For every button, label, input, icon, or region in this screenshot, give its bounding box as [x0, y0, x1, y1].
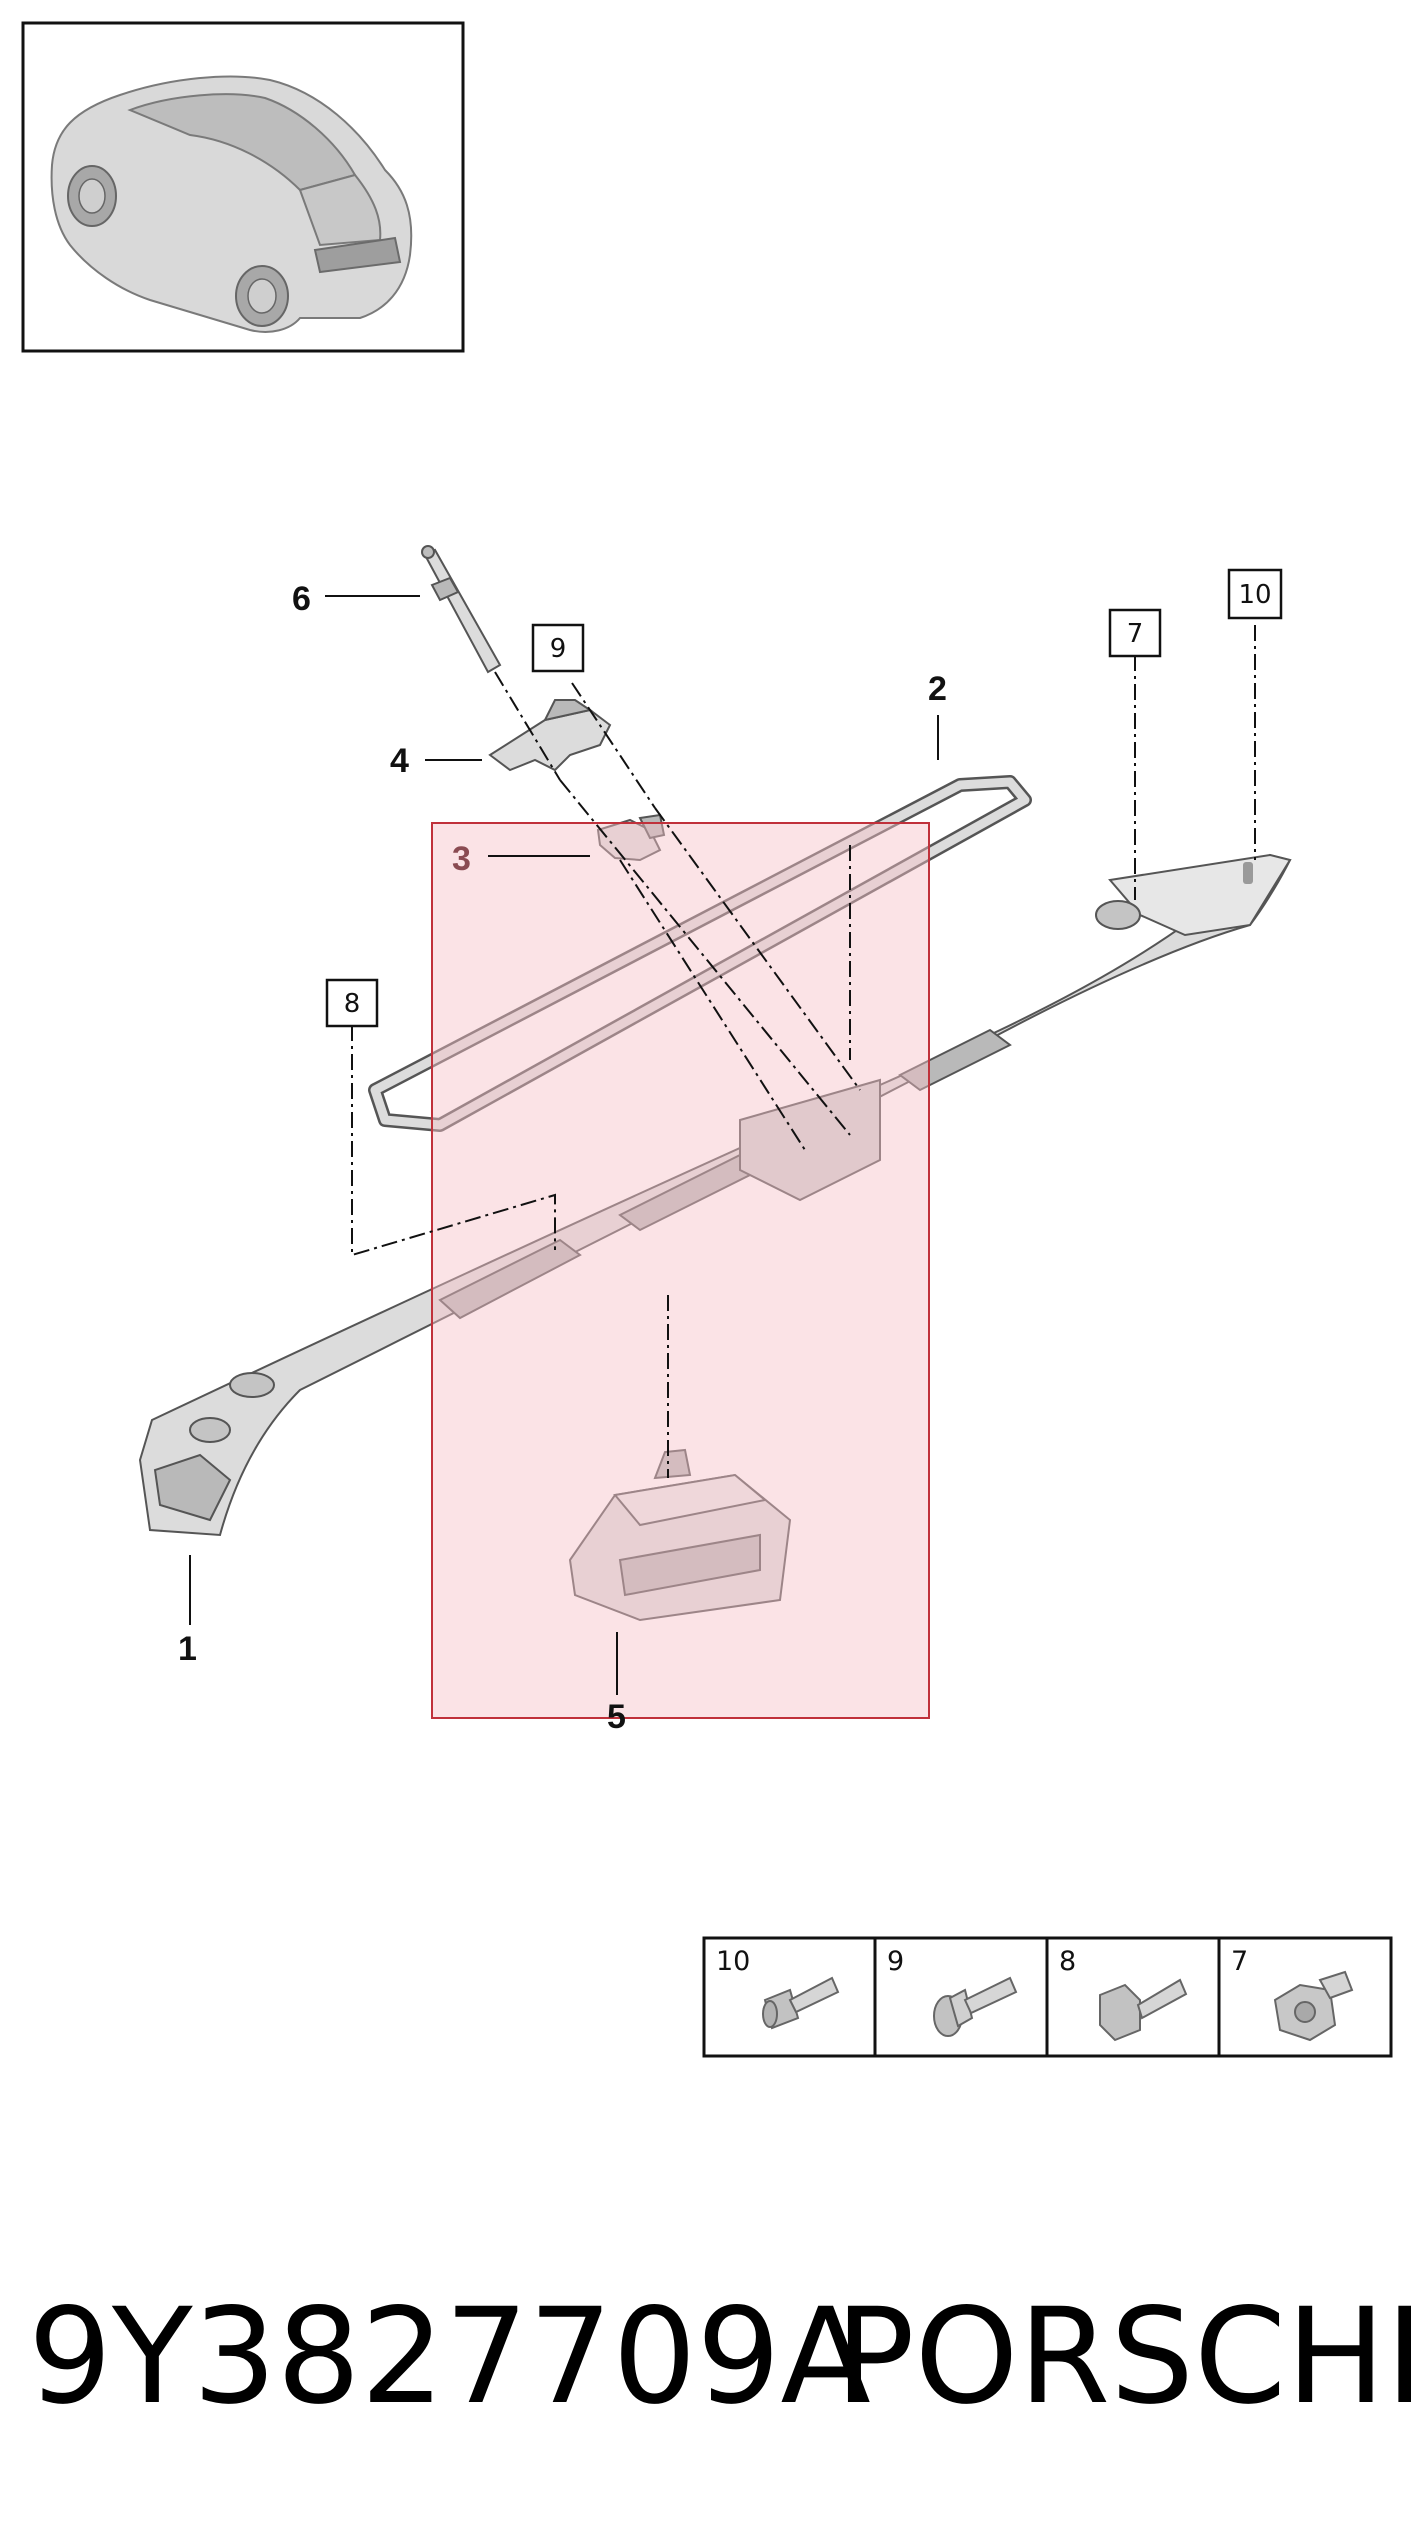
legend-label-9: 9 — [887, 1946, 904, 1977]
callout-3: 3 — [452, 840, 471, 878]
fastener-legend: 10 9 8 7 — [702, 1936, 1393, 2058]
part-3-clip — [596, 813, 666, 862]
part-number-title: 9Y3827709A — [28, 2280, 871, 2434]
bolt-with-washer-icon — [933, 1976, 1018, 2037]
highlight-region — [431, 822, 930, 1719]
callout-6: 6 — [292, 580, 311, 618]
car-rear-three-quarter-icon — [50, 75, 413, 333]
brand-title: PORSCHE — [835, 2280, 1411, 2434]
svg-text:8: 8 — [344, 989, 361, 1019]
boxed-ref-7: 7 — [1108, 608, 1162, 658]
svg-text:7: 7 — [1127, 619, 1144, 649]
svg-text:9: 9 — [550, 634, 567, 664]
clip-nut-icon — [1273, 1970, 1354, 2042]
leader-lines — [189, 595, 939, 1695]
vehicle-thumbnail — [21, 21, 465, 353]
part-4-bracket — [488, 699, 612, 772]
part-2-gasket — [368, 775, 1032, 1132]
callout-1: 1 — [178, 1630, 197, 1668]
bolt-icon — [762, 1976, 840, 2030]
callout-2: 2 — [928, 670, 947, 708]
callout-4: 4 — [390, 742, 409, 780]
svg-text:10: 10 — [1238, 580, 1271, 610]
part-5-handle — [568, 1448, 792, 1622]
rivet-icon — [1099, 1978, 1188, 2042]
callout-5: 5 — [607, 1698, 626, 1736]
boxed-ref-10: 10 — [1227, 568, 1283, 620]
legend-label-10: 10 — [716, 1946, 750, 1977]
assembly-lines — [351, 625, 1256, 1478]
legend-label-8: 8 — [1059, 1946, 1076, 1977]
boxed-ref-8: 8 — [325, 978, 379, 1028]
part-1-trim-panel — [138, 853, 1292, 1537]
part-6-sensor — [421, 545, 502, 674]
boxed-ref-9: 9 — [531, 623, 585, 673]
legend-label-7: 7 — [1231, 1946, 1248, 1977]
